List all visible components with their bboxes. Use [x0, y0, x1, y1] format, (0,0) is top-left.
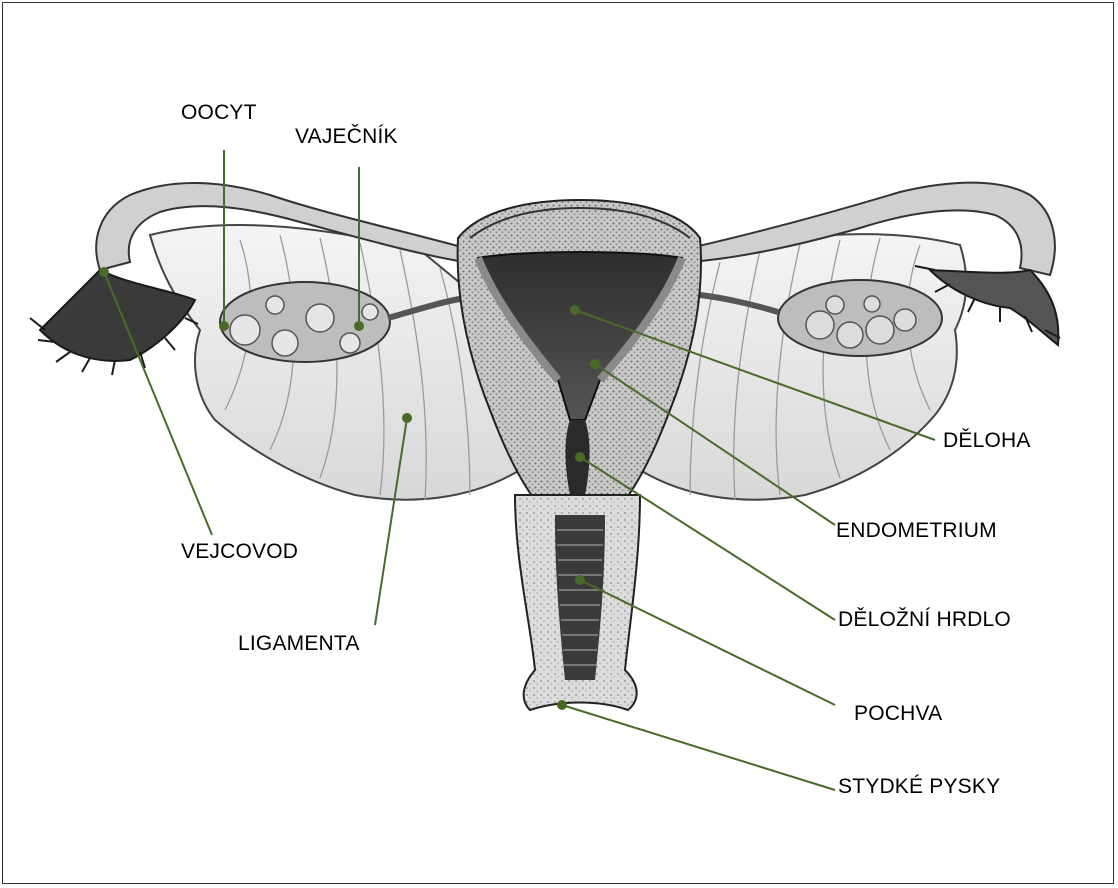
label-delozni-hrdlo: DĚLOŽNÍ HRDLO	[838, 609, 1011, 630]
label-endometrium: ENDOMETRIUM	[836, 520, 997, 541]
right-ovary-shape	[778, 280, 942, 356]
label-stydke-pysky: STYDKÉ PYSKY	[838, 776, 1000, 797]
label-pochva: POCHVA	[854, 703, 942, 724]
label-ligamenta: LIGAMENTA	[238, 633, 360, 654]
label-vajecnik: VAJEČNÍK	[295, 126, 398, 147]
label-deloha: DĚLOHA	[943, 430, 1031, 451]
label-oocyt: OOCYT	[181, 102, 257, 123]
label-vejcovod: VEJCOVOD	[181, 541, 298, 562]
leader-stydke-pysky	[562, 705, 835, 790]
